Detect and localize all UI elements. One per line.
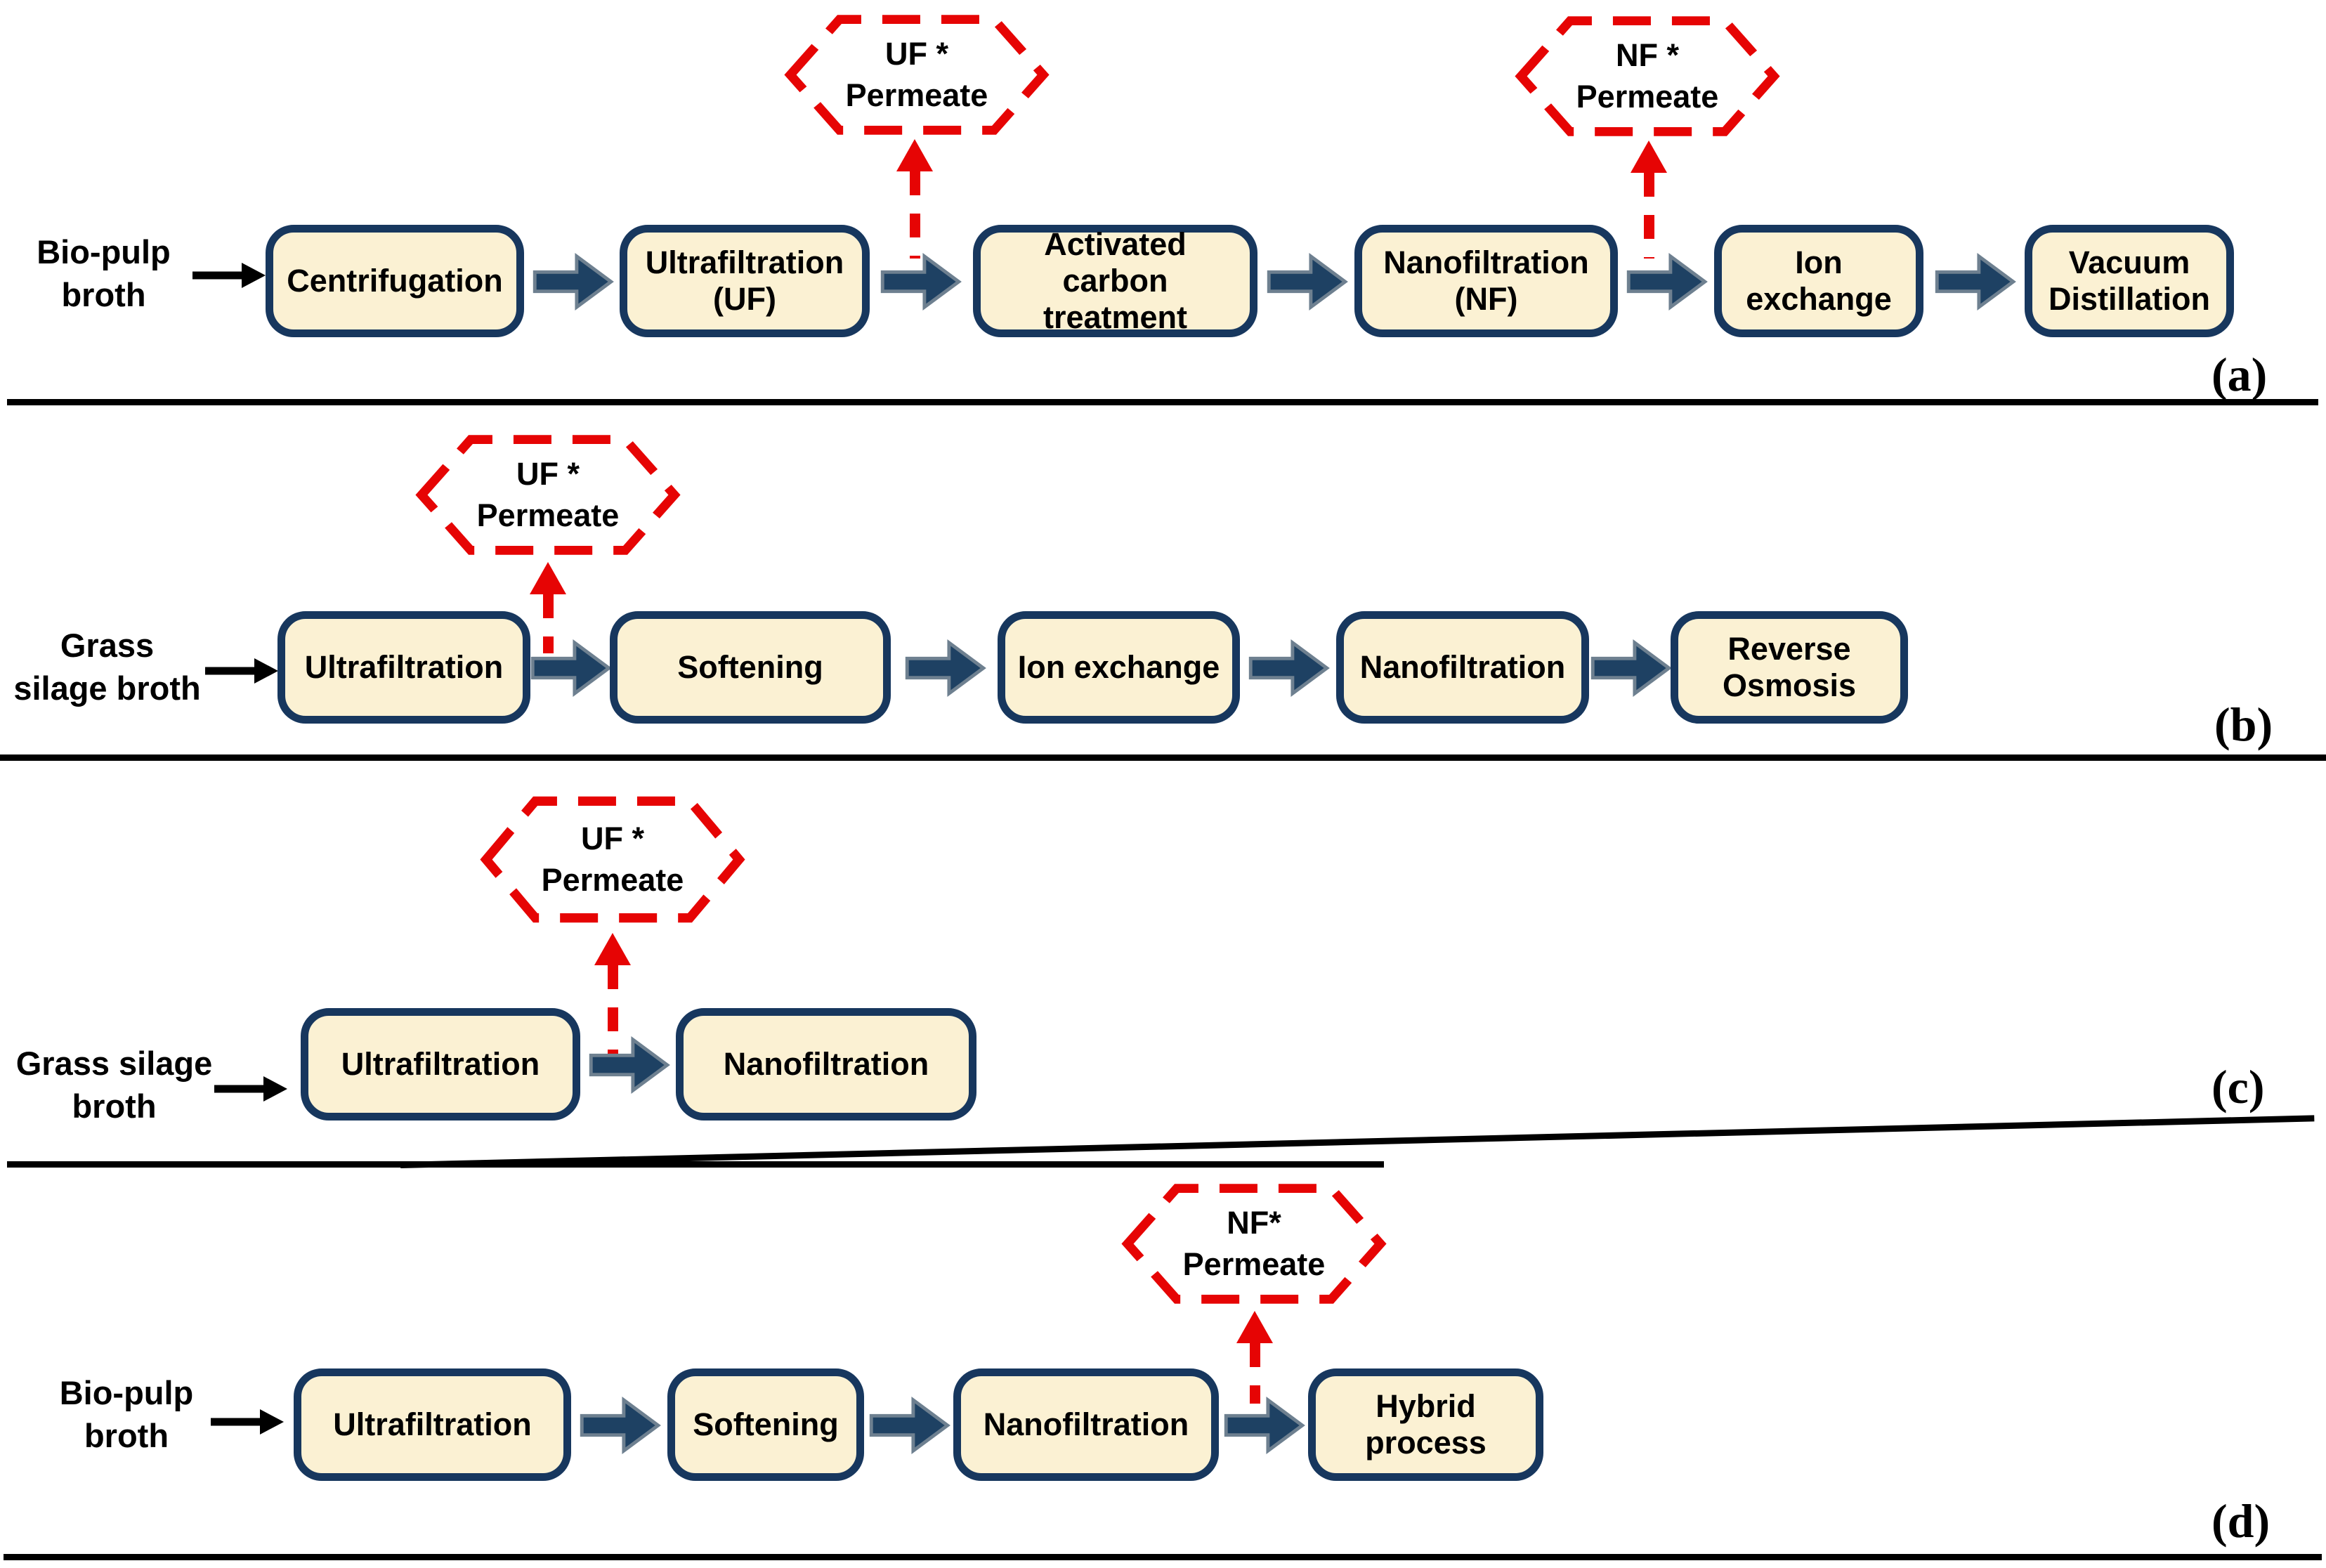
flow-arrow-icon	[1590, 639, 1672, 698]
flow-arrow-icon	[530, 639, 612, 698]
feed-label: Grass silage broth	[15, 1045, 213, 1125]
dashed-up-arrow-icon	[528, 562, 568, 653]
callout-word: Permeate	[845, 77, 988, 113]
arrowhead	[896, 139, 933, 171]
separator-line	[4, 1554, 2322, 1560]
process-box: Ultrafiltration	[294, 1368, 571, 1481]
permeate-callout: NF* Permeate	[1120, 1179, 1387, 1309]
process-box: Nanofiltration	[676, 1008, 976, 1121]
flow-arrow-icon	[589, 1035, 670, 1095]
flow-arrow-icon	[1626, 252, 1708, 311]
separator-line	[7, 399, 2318, 405]
dashed-up-arrow-icon	[1235, 1311, 1274, 1404]
flow-arrow-icon	[1267, 252, 1348, 311]
process-box: Nanofiltration	[1336, 611, 1589, 724]
dashed-line	[542, 594, 554, 653]
dashed-hexagon-icon	[784, 15, 1050, 135]
dashed-up-arrow-icon	[593, 933, 632, 1054]
callout-word: Permeate	[1576, 78, 1719, 115]
panel-label: (a)	[2211, 348, 2268, 401]
dashed-hexagon-icon	[480, 796, 745, 923]
panel-label: (c)	[2211, 1060, 2265, 1113]
process-box: Ultrafiltration	[277, 611, 530, 724]
dashed-up-arrow-icon	[1629, 141, 1668, 259]
permeate-callout: UF * Permeate	[414, 430, 681, 560]
process-box: Ion exchange	[1714, 225, 1923, 337]
process-box: Activated carbon treatment	[973, 225, 1257, 337]
dashed-hexagon-icon	[1121, 1184, 1387, 1304]
callout-stream: NF *	[1616, 37, 1679, 74]
process-box: Softening	[667, 1368, 864, 1481]
panel-label: (b)	[2214, 698, 2273, 751]
process-box: Softening	[610, 611, 891, 724]
callout-word: Permeate	[541, 861, 684, 898]
process-box: Ultrafiltration	[301, 1008, 580, 1121]
permeate-callout: UF * Permeate	[479, 791, 746, 928]
callout-word: Permeate	[1182, 1246, 1326, 1282]
arrowhead	[1236, 1311, 1273, 1343]
separator-line	[400, 1115, 2315, 1168]
flow-arrow-icon	[905, 639, 986, 698]
separator-line	[7, 1161, 1384, 1168]
dashed-line	[909, 171, 920, 259]
panel-label: (d)	[2211, 1494, 2271, 1548]
dashed-line	[1249, 1343, 1260, 1404]
dashed-up-arrow-icon	[895, 139, 934, 259]
callout-stream: UF *	[581, 821, 644, 857]
arrowhead	[1631, 141, 1667, 173]
feed-label: Grass silage broth	[13, 627, 201, 707]
separator-line	[0, 754, 2326, 761]
arrowhead	[594, 933, 631, 965]
feed-arrow-icon	[192, 263, 266, 288]
flow-arrow-icon	[880, 252, 962, 311]
feed-arrow-icon	[211, 1409, 284, 1435]
dashed-line	[607, 965, 618, 1054]
dashed-hexagon-icon	[1515, 16, 1780, 136]
callout-stream: UF *	[885, 36, 948, 72]
process-box: Nanofiltration (NF)	[1354, 225, 1618, 337]
process-box: Reverse Osmosis	[1671, 611, 1908, 724]
flow-arrow-icon	[1935, 252, 2016, 311]
callout-stream: NF*	[1227, 1205, 1281, 1241]
process-box: Ion exchange	[998, 611, 1240, 724]
flow-arrow-icon	[869, 1396, 950, 1455]
process-box: Hybrid process	[1308, 1368, 1543, 1481]
permeate-callout: NF * Permeate	[1514, 11, 1781, 141]
process-box: Nanofiltration	[953, 1368, 1219, 1481]
callout-stream: UF *	[516, 456, 580, 492]
process-box: Vacuum Distillation	[2025, 225, 2234, 337]
flow-arrow-icon	[1224, 1396, 1305, 1455]
dashed-line	[1643, 173, 1654, 259]
arrowhead	[530, 562, 566, 594]
feed-arrow-icon	[205, 658, 278, 684]
process-box: Ultrafiltration (UF)	[620, 225, 870, 337]
callout-word: Permeate	[476, 497, 620, 533]
flow-arrow-icon	[580, 1396, 661, 1455]
feed-label: Bio-pulp broth	[37, 233, 171, 314]
feed-label: Bio-pulp broth	[59, 1374, 194, 1455]
permeate-callout: UF * Permeate	[783, 10, 1050, 140]
flow-arrow-icon	[533, 252, 614, 311]
flow-arrow-icon	[1248, 639, 1330, 698]
feed-arrow-icon	[214, 1076, 287, 1102]
process-box: Centrifugation	[266, 225, 524, 337]
dashed-hexagon-icon	[415, 435, 681, 555]
